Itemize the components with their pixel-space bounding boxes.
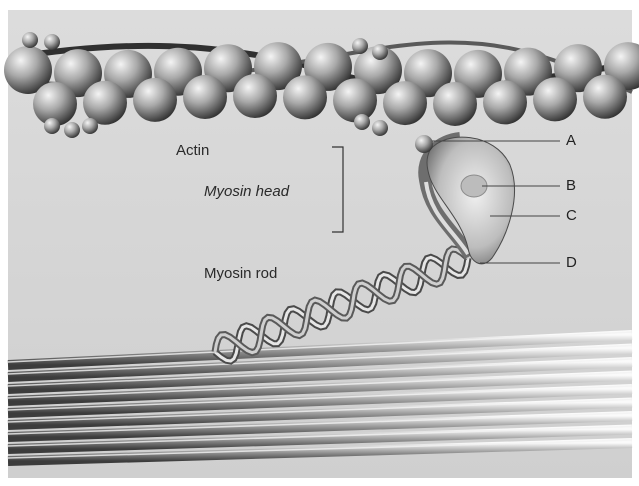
- callout-d: D: [566, 254, 577, 272]
- callout-c: C: [566, 207, 577, 225]
- actin-bead-small: [22, 32, 38, 48]
- callout-b: B: [566, 177, 576, 195]
- label-myosin-rod: Myosin rod: [204, 265, 277, 283]
- actin-bead: [133, 78, 177, 122]
- actin-bead-small: [44, 34, 60, 50]
- actin-bead: [483, 80, 527, 124]
- actin-bead: [333, 78, 377, 122]
- actin-bead: [533, 77, 577, 121]
- actin-bead-small: [64, 122, 80, 138]
- actin-bead: [183, 75, 227, 119]
- label-actin: Actin: [176, 142, 209, 160]
- actin-bead: [583, 75, 627, 119]
- actin-bead: [383, 81, 427, 125]
- actin-bead: [433, 82, 477, 126]
- actin-bead-small: [44, 118, 60, 134]
- actin-bead-small: [354, 114, 370, 130]
- actin-bead-small: [372, 44, 388, 60]
- actin-bead: [233, 74, 277, 118]
- callout-a: A: [566, 132, 576, 150]
- actin-bead-small: [352, 38, 368, 54]
- actin-bead-small: [372, 120, 388, 136]
- label-myosin-head: Myosin head: [204, 183, 289, 201]
- actin-binding-site: [415, 135, 433, 153]
- actin-bead: [283, 75, 327, 119]
- actin-bead-small: [82, 118, 98, 134]
